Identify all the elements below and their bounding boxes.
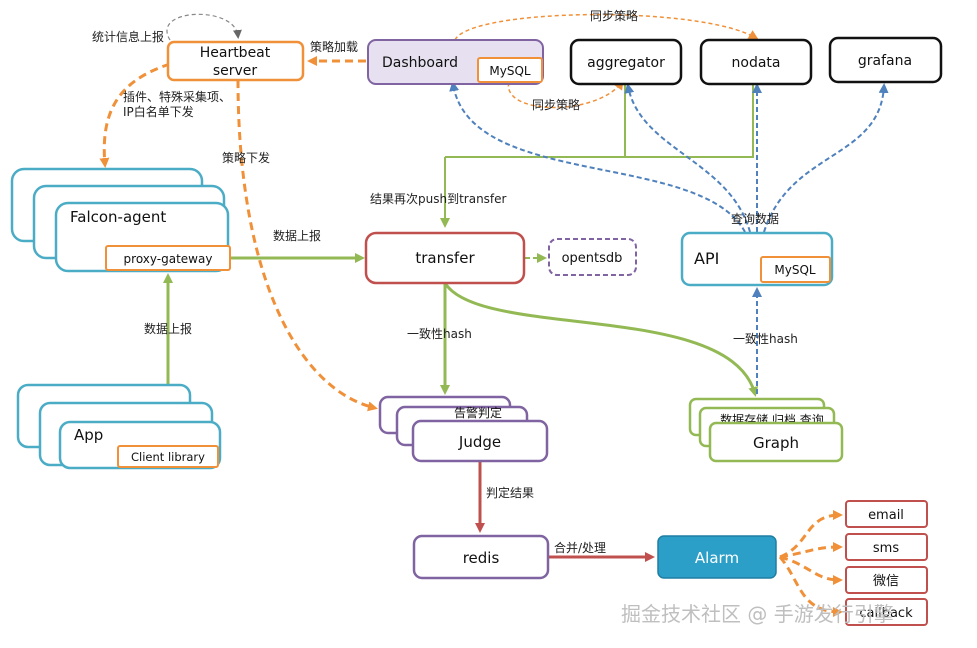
- edge-label-query-data: 查询数据: [731, 211, 779, 226]
- api-mysql-box: [760, 256, 831, 283]
- sms-node: [845, 533, 928, 561]
- edge-label-hash-judge: 一致性hash: [407, 327, 472, 341]
- judge-node: [411, 419, 549, 463]
- edge-label-data-report-agent: 数据上报: [273, 228, 321, 243]
- edge-alarm-callback: [778, 556, 843, 617]
- client-library-box: [117, 445, 219, 468]
- edge-label-stats-report: 统计信息上报: [92, 29, 164, 44]
- app-label: App: [74, 426, 103, 444]
- opentsdb-label: opentsdb: [562, 251, 623, 266]
- edge-label-hash-graph: 一致性hash: [733, 332, 798, 346]
- proxy-gateway-box: [105, 245, 231, 271]
- edge-transfer-graph: [443, 282, 759, 397]
- transfer-node: [364, 231, 526, 285]
- edge-api-grafana: [763, 83, 889, 233]
- opentsdb-node: [548, 238, 637, 276]
- api-label: API: [694, 249, 719, 268]
- wechat-label: 微信: [873, 574, 899, 589]
- edge-alarm-email: [779, 510, 843, 559]
- sms-label: sms: [873, 541, 899, 556]
- wechat-node: [845, 566, 928, 594]
- api-mysql-label: MySQL: [774, 263, 816, 277]
- dashboard-mysql-box: [477, 57, 543, 83]
- edge-label-judge-result: 判定结果: [486, 485, 534, 500]
- edge-label-sync-mid: 同步策略: [532, 97, 580, 112]
- edge-strategy-dispatch: [236, 79, 378, 412]
- alarm-node: [657, 535, 777, 579]
- grafana-node: [828, 36, 943, 84]
- graph-label: Graph: [753, 434, 799, 452]
- edge-label-plugin-info-2: IP白名单下发: [123, 104, 194, 119]
- edge-stats-report: [166, 13, 242, 41]
- edge-label-strategy-dispatch: 策略下发: [222, 150, 270, 165]
- edge-label-strategy-load: 策略加载: [310, 39, 358, 54]
- edge-sync-top: [454, 13, 759, 41]
- dashboard-label: Dashboard: [382, 55, 458, 71]
- heartbeat-server-label-2: server: [213, 63, 258, 79]
- callback-node: [845, 598, 928, 626]
- aggregator-label: aggregator: [587, 55, 665, 71]
- redis-node: [412, 534, 550, 580]
- nodata-label: nodata: [732, 55, 781, 71]
- email-label: email: [868, 508, 904, 523]
- edge-api-aggregator: [624, 83, 751, 233]
- callback-label: callback: [859, 606, 913, 621]
- edge-alarm-sms: [779, 542, 843, 559]
- grafana-label: grafana: [858, 53, 912, 69]
- alarm-label: Alarm: [695, 549, 739, 567]
- edge-label-sync-top: 同步策略: [590, 8, 638, 23]
- aggregator-node: [569, 38, 683, 86]
- judge-desc-label: 告警判定: [454, 405, 502, 420]
- edge-alarm-wechat: [779, 555, 843, 585]
- redis-label: redis: [463, 549, 500, 567]
- judge-label: Judge: [458, 433, 501, 451]
- proxy-gateway-label: proxy-gateway: [124, 252, 213, 266]
- edge-label-plugin-info-1: 插件、特殊采集项、: [123, 89, 231, 104]
- heartbeat-server-node: [166, 40, 305, 82]
- falcon-agent-label: Falcon-agent: [70, 208, 166, 226]
- nodata-node: [699, 38, 813, 86]
- dashboard-mysql-label: MySQL: [489, 64, 531, 78]
- edge-plugin-dispatch: [99, 62, 171, 168]
- graph-node: [708, 421, 844, 463]
- edge-label-data-report-app: 数据上报: [144, 321, 192, 336]
- heartbeat-server-label-1: Heartbeat: [200, 45, 271, 61]
- client-library-label: Client library: [131, 450, 205, 464]
- transfer-label: transfer: [415, 249, 475, 267]
- edge-label-push-back: 结果再次push到transfer: [370, 192, 507, 206]
- watermark: 掘金技术社区 @ 手游发行引擎: [621, 602, 894, 626]
- email-node: [845, 500, 928, 528]
- edge-label-merge-process: 合并/处理: [554, 540, 606, 555]
